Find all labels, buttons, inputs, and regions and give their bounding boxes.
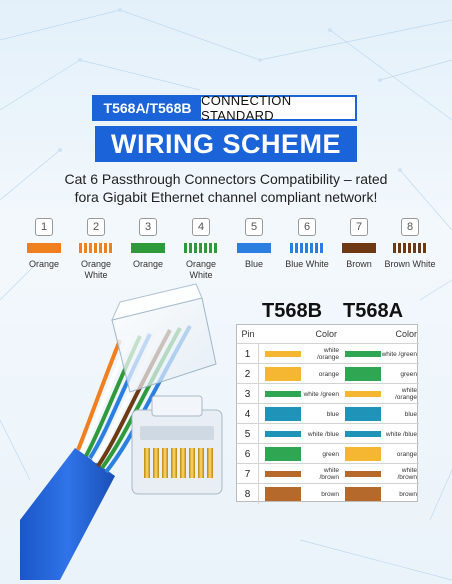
- t568b-swatch: [265, 407, 301, 421]
- t568a-color-name: brown: [399, 490, 417, 498]
- t568a-title: T568A: [343, 300, 404, 322]
- t568a-swatch: [345, 427, 381, 441]
- subtitle: Cat 6 Passthrough Connectors Compatibili…: [20, 170, 432, 206]
- t568b-color-name: white /brown: [319, 467, 339, 481]
- pin-number: 8: [237, 484, 259, 504]
- legend-label: Orange: [132, 259, 164, 269]
- pin-number: 1: [237, 344, 259, 364]
- legend-number: 8: [401, 218, 419, 236]
- t568b-color-name: brown: [321, 490, 339, 498]
- t568b-color-name: green: [322, 450, 339, 458]
- legend-swatch: [237, 243, 271, 253]
- legend-swatch: [184, 243, 218, 253]
- badge-connection-label: CONNECTION STANDARD: [201, 93, 292, 123]
- pin-number: 3: [237, 384, 259, 404]
- legend-item: 2 Orange White: [70, 218, 122, 281]
- pin-number: 5: [237, 424, 259, 444]
- legend-item: 3 Orange: [122, 218, 174, 270]
- legend-swatch: [393, 243, 427, 253]
- table-row: 8 brown brown: [237, 483, 419, 504]
- legend-swatch: [131, 243, 165, 253]
- table-row: 2 orange green: [237, 363, 419, 384]
- t568a-swatch: [345, 407, 381, 421]
- legend-number: 5: [245, 218, 263, 236]
- legend-item: 1 Orange: [18, 218, 70, 270]
- t568b-title: T568B: [262, 300, 323, 322]
- table-row: 6 green orange: [237, 443, 419, 464]
- legend-swatch: [342, 243, 376, 253]
- table-row: 5 white /blue white /blue: [237, 423, 419, 444]
- color-legend: 1 Orange 2 Orange White 3 Orange 4 Orang…: [18, 218, 436, 281]
- pin-number: 7: [237, 464, 259, 484]
- t568b-swatch: [265, 387, 301, 401]
- t568a-swatch: [345, 347, 381, 361]
- t568b-swatch: [265, 487, 301, 501]
- t568b-swatch: [265, 427, 301, 441]
- legend-label: Brown White: [384, 259, 436, 269]
- t568b-color-name: white /blue: [307, 430, 339, 438]
- table-row: 4 blue blue: [237, 403, 419, 424]
- legend-item: 4 Orange White: [175, 218, 227, 281]
- wiring-table: Pin Color Color 1 white /orange white /g…: [236, 324, 419, 504]
- legend-number: 3: [139, 218, 157, 236]
- t568a-swatch: [345, 387, 381, 401]
- t568a-color-name: orange: [396, 450, 417, 458]
- legend-number: 4: [192, 218, 210, 236]
- legend-label: Orange: [28, 259, 60, 269]
- legend-label: Blue: [244, 259, 263, 269]
- t568a-color-name: white /orange: [394, 387, 417, 401]
- t568b-swatch: [265, 367, 301, 381]
- t568a-swatch: [345, 487, 381, 501]
- t568a-color-header: Color: [395, 329, 417, 339]
- subtitle-line-2: fora Gigabit Ethernet channel compliant …: [74, 189, 378, 205]
- badge-standard-label: T568A/T568B: [94, 97, 201, 119]
- pin-number: 6: [237, 444, 259, 464]
- cable-jacket: [20, 448, 115, 580]
- table-row: 3 white /green white /orange: [237, 383, 419, 404]
- legend-swatch: [290, 243, 324, 253]
- rj45-connector-illustration: [20, 283, 223, 580]
- gold-contacts: [144, 448, 213, 478]
- legend-swatch: [27, 243, 61, 253]
- t568b-swatch: [265, 347, 301, 361]
- t568a-color-name: blue: [404, 410, 417, 418]
- pin-header: Pin: [241, 329, 255, 339]
- t568a-color-name: green: [400, 370, 417, 378]
- t568a-swatch: [345, 367, 381, 381]
- table-row: 1 white /orange white /green: [237, 343, 419, 364]
- subtitle-line-1: Cat 6 Passthrough Connectors Compatibili…: [64, 171, 388, 187]
- legend-number: 1: [35, 218, 53, 236]
- t568a-color-name: white /blue: [385, 430, 417, 438]
- t568b-swatch: [265, 467, 301, 481]
- t568a-color-name: white /brown: [397, 467, 417, 481]
- connection-standard-badge: T568A/T568B CONNECTION STANDARD: [92, 93, 357, 123]
- legend-swatch: [79, 243, 113, 253]
- t568b-swatch: [265, 447, 301, 461]
- t568b-color-name: white /green: [303, 390, 339, 398]
- legend-number: 2: [87, 218, 105, 236]
- legend-item: 5 Blue: [228, 218, 280, 270]
- t568a-swatch: [345, 467, 381, 481]
- legend-label: Orange White: [80, 259, 112, 280]
- pin-number: 2: [237, 364, 259, 384]
- legend-number: 7: [350, 218, 368, 236]
- legend-number: 6: [298, 218, 316, 236]
- t568b-color-name: orange: [318, 370, 339, 378]
- t568a-color-name: white /green: [381, 350, 417, 358]
- legend-item: 7 Brown: [333, 218, 385, 270]
- table-row: 7 white /brown white /brown: [237, 463, 419, 484]
- legend-label: Orange White: [185, 259, 217, 280]
- page-title: WIRING SCHEME: [95, 126, 357, 162]
- legend-item: 8 Brown White: [384, 218, 436, 270]
- legend-label: Blue White: [285, 259, 329, 269]
- legend-label: Brown: [346, 259, 372, 269]
- legend-item: 6 Blue White: [281, 218, 333, 270]
- pin-number: 4: [237, 404, 259, 424]
- t568b-color-name: blue: [326, 410, 339, 418]
- t568b-color-name: white /orange: [316, 347, 339, 361]
- t568b-color-header: Color: [315, 329, 337, 339]
- t568a-swatch: [345, 447, 381, 461]
